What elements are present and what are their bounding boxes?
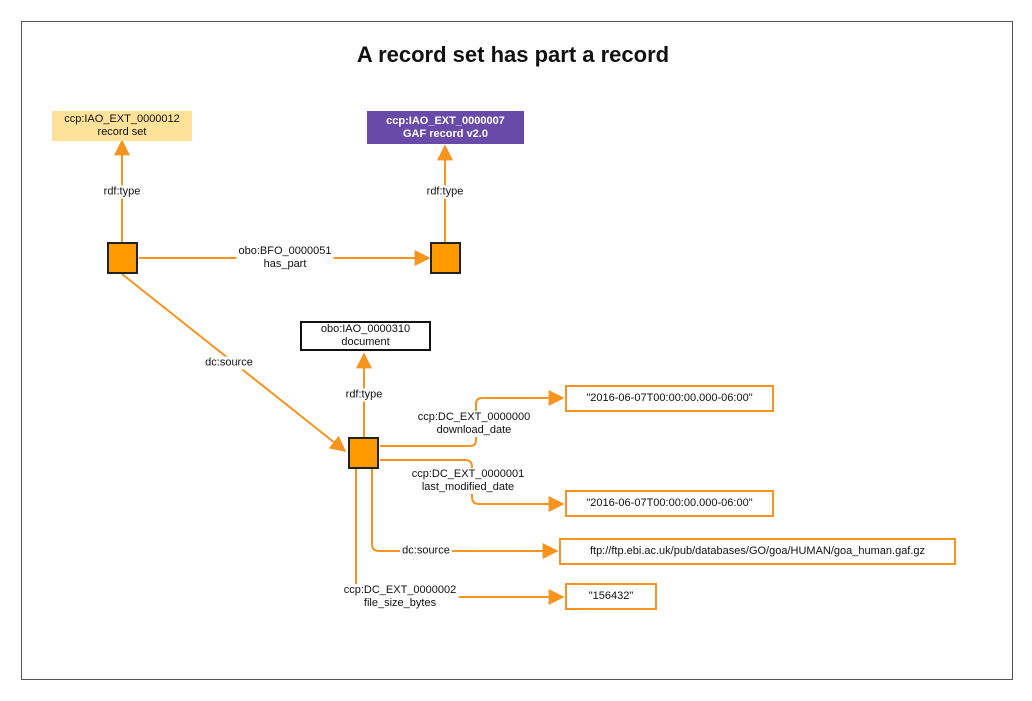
label-download-date-id: ccp:DC_EXT_0000000	[417, 411, 531, 423]
class-gaf-record-label: GAF record v2.0	[403, 127, 488, 140]
label-file-size-bytes-id: ccp:DC_EXT_0000002	[343, 584, 457, 596]
label-rdf-type-3: rdf:type	[343, 388, 385, 402]
node-document-instance	[348, 437, 379, 469]
label-dc-source-1: dc:source	[203, 356, 255, 370]
label-last-modified-date-id: ccp:DC_EXT_0000001	[411, 468, 525, 480]
label-has-part-text: has_part	[263, 258, 307, 270]
literal-source-url: ftp://ftp.ebi.ac.uk/pub/databases/GO/goa…	[559, 538, 956, 565]
label-file-size-bytes: ccp:DC_EXT_0000002 file_size_bytes	[341, 584, 459, 610]
diagram-frame	[21, 21, 1013, 680]
label-rdf-type-2: rdf:type	[424, 185, 466, 199]
class-gaf-record: ccp:IAO_EXT_0000007 GAF record v2.0	[367, 111, 524, 144]
literal-download-date-text: "2016-06-07T00:00:00.000-06:00"	[586, 392, 753, 404]
label-download-date: ccp:DC_EXT_0000000 download_date	[415, 411, 533, 437]
literal-source-url-text: ftp://ftp.ebi.ac.uk/pub/databases/GO/goa…	[589, 545, 926, 557]
label-rdf-type-1: rdf:type	[101, 185, 143, 199]
node-record-set-instance	[107, 242, 138, 274]
literal-file-size: "156432"	[565, 583, 657, 610]
edge-dc-source-2	[371, 469, 559, 559]
literal-file-size-text: "156432"	[588, 590, 634, 602]
label-file-size-bytes-text: file_size_bytes	[363, 597, 437, 609]
class-gaf-record-id: ccp:IAO_EXT_0000007	[386, 114, 505, 127]
label-dc-source-2: dc:source	[400, 544, 452, 558]
class-record-set-id: ccp:IAO_EXT_0000012	[64, 113, 180, 125]
literal-last-modified-date: "2016-06-07T00:00:00.000-06:00"	[565, 490, 774, 517]
label-has-part-id: obo:BFO_0000051	[238, 245, 332, 257]
literal-download-date: "2016-06-07T00:00:00.000-06:00"	[565, 385, 774, 412]
diagram-title: A record set has part a record	[356, 42, 670, 67]
literal-last-modified-date-text: "2016-06-07T00:00:00.000-06:00"	[586, 497, 753, 509]
class-record-set-label: record set	[97, 126, 147, 138]
label-has-part: obo:BFO_0000051 has_part	[236, 245, 334, 271]
class-document-id: obo:IAO_0000310	[320, 323, 411, 335]
label-download-date-text: download_date	[436, 424, 512, 436]
class-record-set: ccp:IAO_EXT_0000012 record set	[52, 111, 192, 141]
class-document-label: document	[341, 336, 390, 348]
class-document: obo:IAO_0000310 document	[300, 321, 431, 351]
label-last-modified-date-text: last_modified_date	[421, 481, 515, 493]
label-last-modified-date: ccp:DC_EXT_0000001 last_modified_date	[409, 468, 527, 494]
node-gaf-record-instance	[430, 242, 461, 274]
